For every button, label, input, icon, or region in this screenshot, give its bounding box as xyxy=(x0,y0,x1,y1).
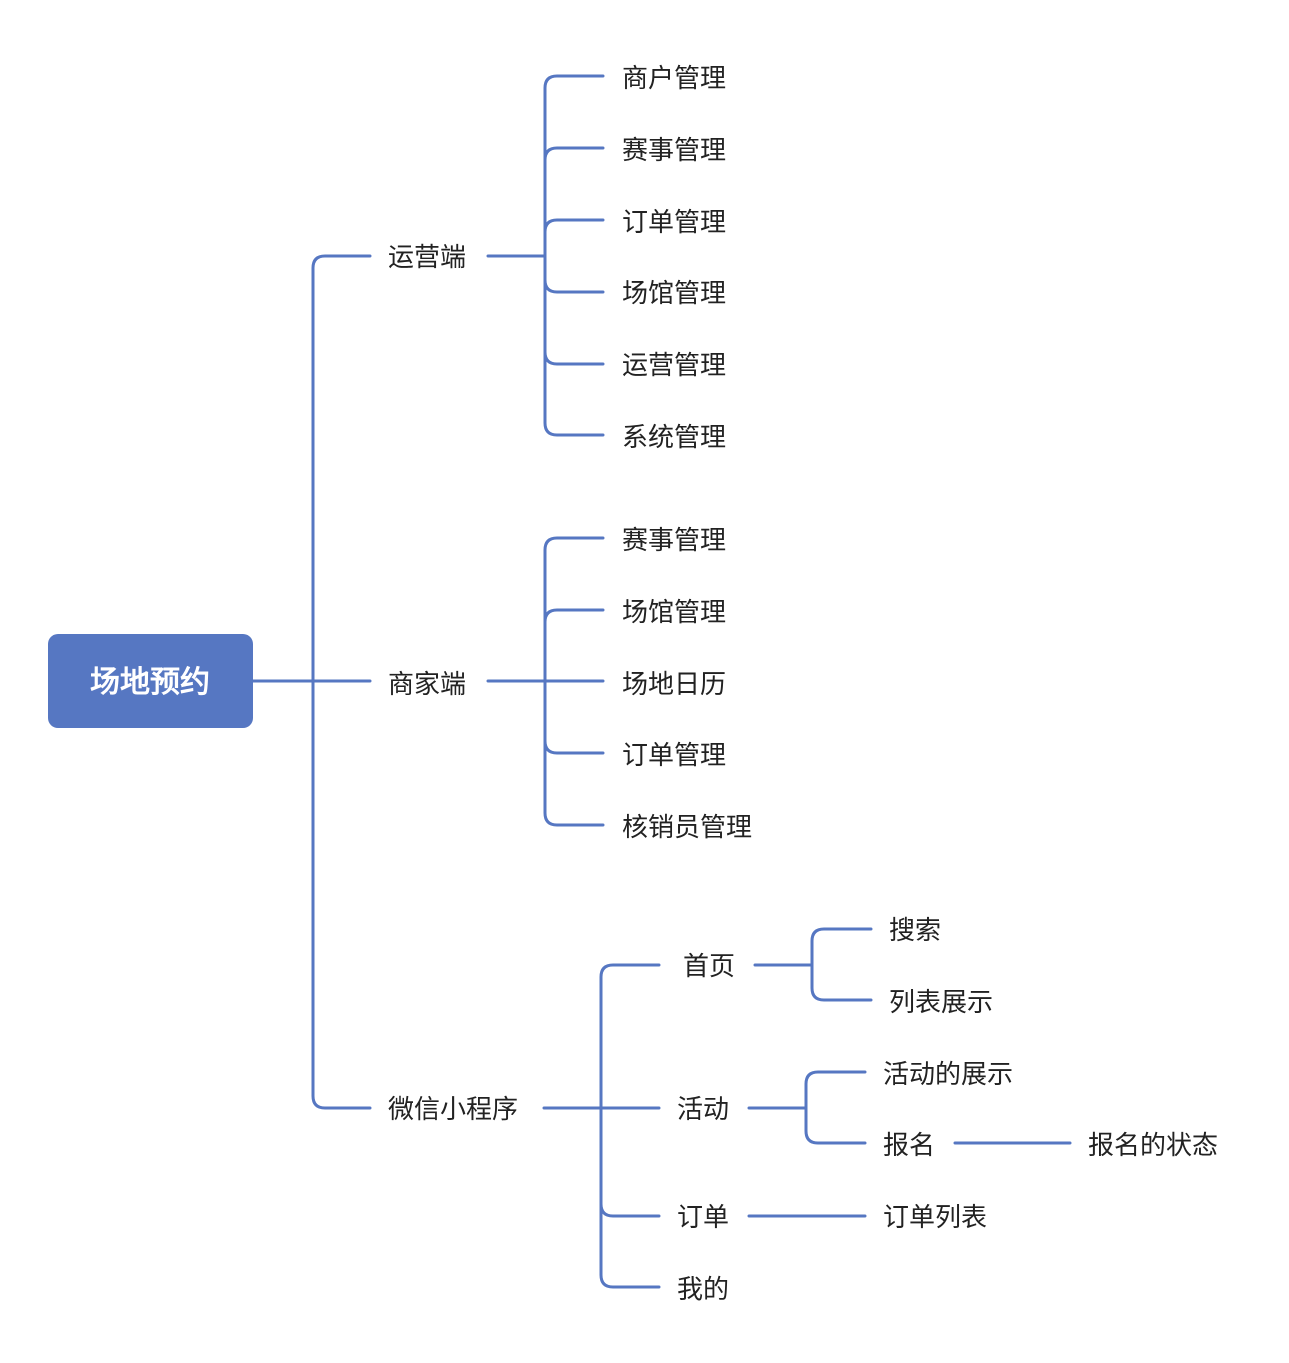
node-merchant-calendar: 场地日历 xyxy=(622,670,726,700)
node-activity-display: 活动的展示 xyxy=(883,1060,1013,1090)
connector-operations-branch-3 xyxy=(543,254,605,294)
connector-root-branch-2 xyxy=(311,679,372,1110)
node-home-search: 搜索 xyxy=(889,916,941,946)
connector-lines xyxy=(251,74,1072,1289)
node-operations-order-mgmt: 订单管理 xyxy=(622,208,726,238)
connector-operations-branch-4 xyxy=(543,254,605,366)
connector-operations-branch-1 xyxy=(543,146,605,258)
root-node-box xyxy=(48,634,253,728)
connector-root-branch-0 xyxy=(311,254,372,683)
node-home-list-display: 列表展示 xyxy=(889,988,993,1018)
connector-operations-branch-2 xyxy=(543,218,605,258)
node-operations: 运营端 xyxy=(388,243,466,273)
connector-home-branch-0 xyxy=(810,927,873,967)
node-merchant-event-mgmt: 赛事管理 xyxy=(622,526,726,556)
connector-merchant-branch-3 xyxy=(543,679,605,755)
connector-merchant-branch-0 xyxy=(543,536,605,683)
node-operations-venue-mgmt: 场馆管理 xyxy=(622,279,726,309)
node-mp-home: 首页 xyxy=(683,952,735,982)
node-mp-order: 订单 xyxy=(677,1203,729,1233)
root-node: 场地预约 xyxy=(48,634,253,728)
node-order-list: 订单列表 xyxy=(883,1203,987,1233)
node-activity-signup: 报名 xyxy=(883,1131,935,1161)
node-operations-event-mgmt: 赛事管理 xyxy=(622,136,726,166)
node-mp-mine: 我的 xyxy=(677,1275,729,1305)
node-mp-activity: 活动 xyxy=(677,1095,729,1125)
connector-operations-branch-0 xyxy=(543,74,605,258)
node-operations-merchant-mgmt: 商户管理 xyxy=(622,64,726,94)
node-merchant: 商家端 xyxy=(388,670,466,700)
node-merchant-order-mgmt: 订单管理 xyxy=(622,741,726,771)
node-miniprogram: 微信小程序 xyxy=(388,1095,518,1125)
connector-merchant-branch-4 xyxy=(543,679,605,827)
node-operations-ops-mgmt: 运营管理 xyxy=(622,351,726,381)
node-operations-system-mgmt: 系统管理 xyxy=(622,423,726,453)
node-merchant-venue-mgmt: 场馆管理 xyxy=(622,598,726,628)
connector-miniprogram-branch-2 xyxy=(599,1106,661,1218)
node-signup-status: 报名的状态 xyxy=(1088,1131,1218,1161)
connector-merchant-branch-1 xyxy=(543,608,605,683)
connector-activity-branch-1 xyxy=(804,1106,867,1145)
connector-activity-branch-0 xyxy=(804,1070,867,1110)
connector-miniprogram-branch-3 xyxy=(599,1106,661,1289)
connector-home-branch-1 xyxy=(810,963,873,1002)
node-merchant-verifier-mgmt: 核销员管理 xyxy=(622,813,752,843)
connector-operations-branch-5 xyxy=(543,254,605,437)
connector-miniprogram-branch-0 xyxy=(599,963,661,1110)
root-node-label: 场地预约 xyxy=(90,665,210,700)
